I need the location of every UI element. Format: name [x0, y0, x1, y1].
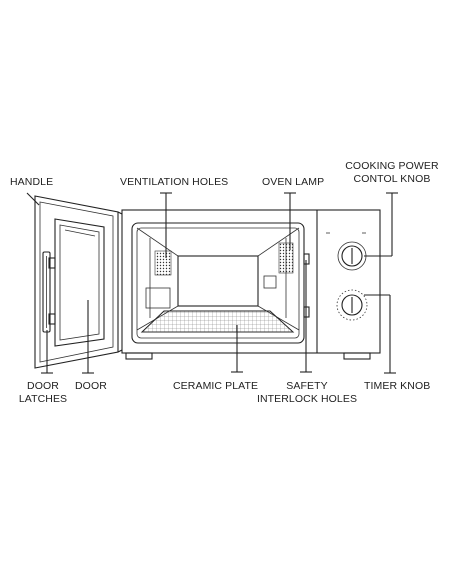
- cavity-edge-br: [257, 305, 300, 331]
- label-door-latches: DOOR LATCHES: [18, 380, 68, 405]
- ventilation-holes-left: [154, 250, 172, 276]
- door-hinge-bottom: [117, 349, 123, 353]
- ventilation-holes-right: [278, 242, 294, 274]
- label-ceramic-plate: CERAMIC PLATE: [173, 380, 259, 392]
- timer-knob: [341, 294, 363, 316]
- oven-lamp: [263, 275, 277, 289]
- door-latch-top: [48, 257, 56, 269]
- door-inner-frame: [39, 201, 114, 363]
- label-safety-line2: INTERLOCK HOLES: [256, 392, 358, 405]
- timer-knob-scale: [336, 289, 368, 321]
- door-window: [59, 224, 100, 341]
- leader-lines: [26, 192, 398, 374]
- door-window-frame: [54, 218, 105, 347]
- label-oven-lamp: OVEN LAMP: [262, 176, 325, 188]
- label-safety-interlock-holes: SAFETY INTERLOCK HOLES: [254, 380, 360, 405]
- cavity-back-wall: [177, 255, 259, 307]
- label-cooking-power-line2: CONTOL KNOB: [353, 172, 431, 185]
- label-door: DOOR: [75, 380, 107, 392]
- label-timer-knob: TIMER KNOB: [364, 380, 431, 392]
- label-ventilation-holes: VENTILATION HOLES: [120, 176, 229, 188]
- cabinet-outline: [121, 209, 381, 354]
- cavity-opening: [131, 222, 305, 344]
- label-door-latches-line2: LATCHES: [18, 392, 68, 405]
- foot-right: [343, 352, 371, 360]
- door-window-detail: [64, 229, 96, 237]
- microwave-body: [121, 209, 381, 360]
- label-cooking-power-line1: COOKING POWER: [345, 160, 439, 172]
- label-door-latches-line1: DOOR: [27, 380, 59, 392]
- control-panel: [303, 232, 368, 321]
- leader-handle: [26, 192, 40, 206]
- oven-cavity: [131, 222, 305, 344]
- cavity-rim: [136, 227, 300, 339]
- label-cooking-power: COOKING POWER CONTOL KNOB: [340, 160, 444, 185]
- door-panel: [34, 195, 123, 369]
- label-handle: HANDLE: [10, 176, 54, 188]
- power-knob: [341, 245, 363, 267]
- foot-left: [125, 352, 153, 360]
- label-safety-line1: SAFETY: [286, 380, 328, 392]
- door-latch-bottom: [48, 313, 56, 325]
- cavity-edge-tr: [257, 227, 300, 257]
- waveguide-cover: [145, 287, 171, 309]
- door-hinge-top: [117, 211, 123, 215]
- ceramic-plate: [140, 310, 295, 333]
